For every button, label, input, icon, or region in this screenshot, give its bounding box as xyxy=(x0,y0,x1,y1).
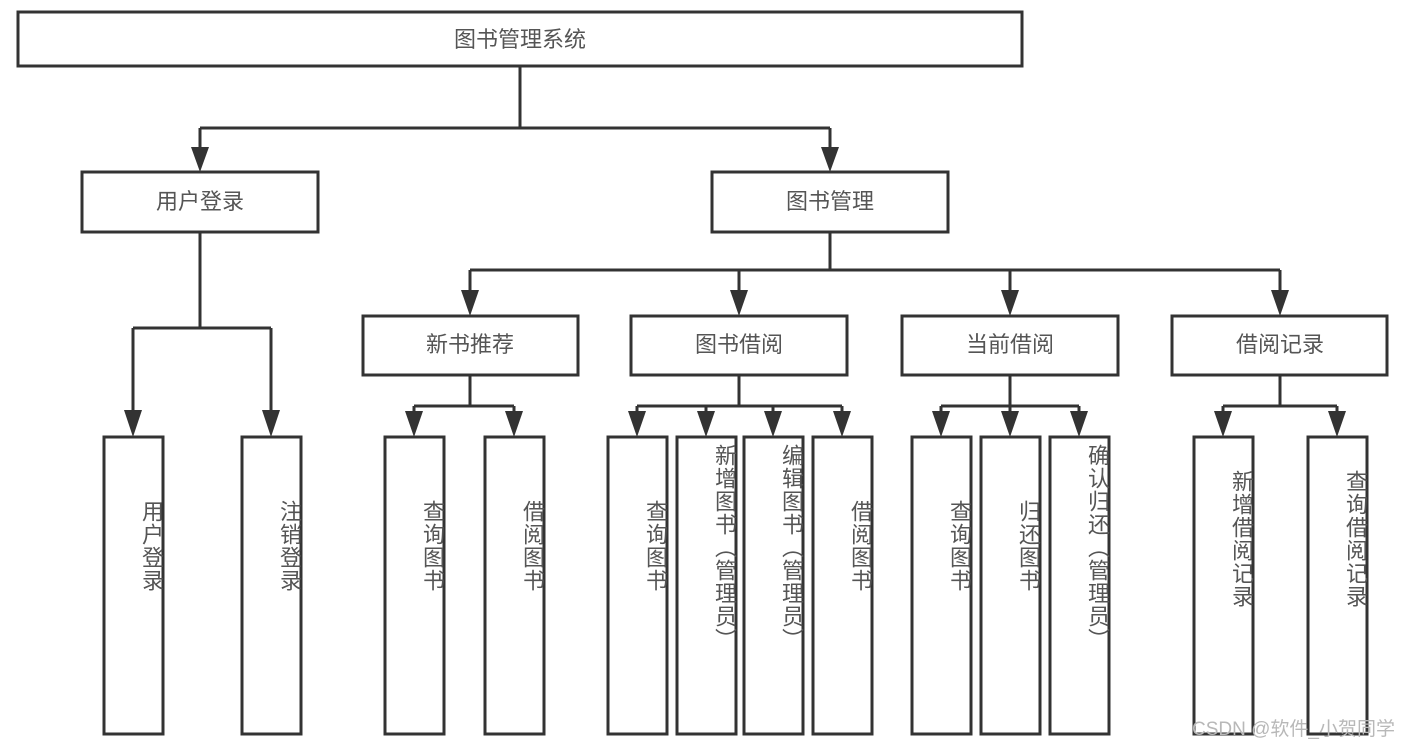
node-borrow-record-label: 借阅记录 xyxy=(1236,332,1324,357)
connector-group-user-login xyxy=(124,232,280,437)
node-current-borrow[interactable] xyxy=(900,314,1120,377)
leaf-borrow-record-2[interactable] xyxy=(1306,435,1369,736)
arrowhead-bb-3 xyxy=(764,411,782,437)
node-book-borrow-label: 图书借阅 xyxy=(695,332,783,357)
arrowhead-nb-2 xyxy=(505,411,523,437)
connector-group-current-borrow xyxy=(932,375,1088,437)
node-new-book-recommend[interactable] xyxy=(361,314,580,377)
arrowhead-bb-4 xyxy=(833,411,851,437)
arrowhead-user-login xyxy=(191,147,209,172)
connector-group-book-borrow xyxy=(628,375,851,437)
arrowhead-cb-3 xyxy=(1070,411,1088,437)
leaf-current-borrow-2[interactable] xyxy=(979,435,1042,736)
leaf-new-book-2[interactable] xyxy=(483,435,546,736)
arrowhead-cb-2 xyxy=(1001,411,1019,437)
arrowhead-l3-2 xyxy=(730,290,748,316)
leaf-book-borrow-3[interactable] xyxy=(742,435,805,736)
node-borrow-record[interactable] xyxy=(1170,314,1389,377)
node-user-login-label: 用户登录 xyxy=(156,189,244,214)
arrowhead-ul-2 xyxy=(262,410,280,437)
arrowhead-book-manage xyxy=(821,147,839,172)
leaf-user-login-1[interactable] xyxy=(102,435,165,736)
arrowhead-l3-1 xyxy=(461,290,479,316)
node-root-book-management-system[interactable] xyxy=(16,10,1024,68)
arrowhead-bb-2 xyxy=(697,411,715,437)
node-book-management[interactable] xyxy=(710,170,950,234)
arrowhead-br-1 xyxy=(1214,411,1232,437)
csdn-watermark: CSDN @软件_小贺同学 xyxy=(1192,719,1395,740)
node-current-borrow-label: 当前借阅 xyxy=(966,332,1054,357)
leaf-book-borrow-4[interactable] xyxy=(811,435,874,736)
node-new-book-recommend-label: 新书推荐 xyxy=(426,332,514,357)
connector-group-new-book xyxy=(405,375,523,437)
node-user-login[interactable] xyxy=(80,170,320,234)
connector-group-borrow-record xyxy=(1214,375,1346,437)
node-book-borrow[interactable] xyxy=(629,314,849,377)
leaf-current-borrow-3[interactable] xyxy=(1048,435,1111,736)
leaf-current-borrow-1[interactable] xyxy=(910,435,973,736)
leaf-new-book-1[interactable] xyxy=(383,435,446,736)
arrowhead-l3-3 xyxy=(1001,290,1019,316)
node-book-management-label: 图书管理 xyxy=(786,189,874,214)
arrowhead-bb-1 xyxy=(628,411,646,437)
node-root-label: 图书管理系统 xyxy=(454,27,586,52)
arrowhead-cb-1 xyxy=(932,411,950,437)
arrowhead-l3-4 xyxy=(1271,290,1289,316)
arrowhead-ul-1 xyxy=(124,410,142,437)
arrowhead-nb-1 xyxy=(405,411,423,437)
arrowhead-br-2 xyxy=(1328,411,1346,437)
leaf-borrow-record-1[interactable] xyxy=(1192,435,1255,736)
leaf-book-borrow-2[interactable] xyxy=(675,435,738,736)
leaf-book-borrow-1[interactable] xyxy=(606,435,669,736)
connector-group-root xyxy=(191,66,839,172)
connector-group-book-manage xyxy=(461,232,1289,316)
leaf-user-login-2[interactable] xyxy=(240,435,303,736)
